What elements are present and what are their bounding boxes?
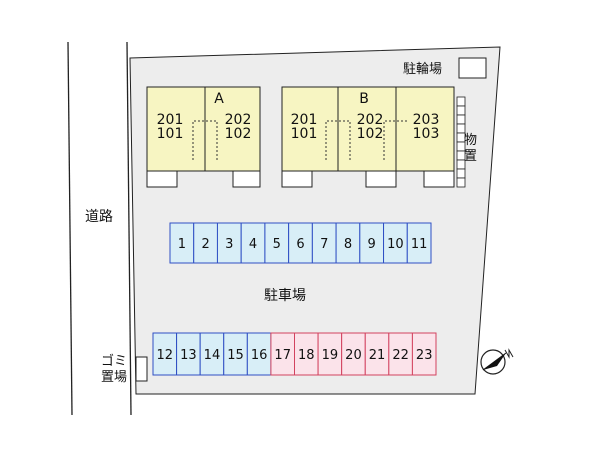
unit-b-103: 103 [413,126,440,142]
unit-b-101: 101 [291,126,318,142]
parking-spot-6: 6 [288,222,313,264]
parking-spot-21: 21 [364,332,390,376]
parking-spot-number: 16 [251,348,268,363]
storage-label-1: 物 [464,133,477,148]
road-edge-right [126,41,132,416]
parking-spot-number: 5 [273,237,281,252]
parking-spot-number: 17 [274,348,291,363]
parking-spot-17: 17 [270,332,295,376]
parking-spot-16: 16 [246,332,272,376]
parking-spot-number: 3 [225,237,233,252]
parking-spot-number: 23 [416,348,433,363]
north-arrow-icon [480,348,514,375]
building-b-name: B [359,91,369,107]
parking-spot-number: 9 [368,237,376,252]
unit-b-202: 202 [357,112,384,128]
storage-cell [456,123,466,134]
parking-spot-number: 13 [180,348,197,363]
unit-b-102: 102 [357,126,384,142]
bike-parking-label: 駐輪場 [403,61,442,77]
parking-spot-20: 20 [341,332,366,376]
parking-spot-number: 20 [345,348,362,363]
road-label: 道路 [85,209,113,225]
storage-label-2: 置 [464,149,477,164]
parking-spot-13: 13 [176,332,201,376]
building-a-name: A [214,91,224,107]
parking-spot-number: 8 [344,237,352,252]
storage-cell [456,168,466,179]
parking-spot-14: 14 [199,332,225,376]
unit-b-201: 201 [291,112,318,128]
road-edge-left [67,41,73,416]
parking-spot-number: 11 [411,237,428,252]
garbage-label-2: 置場 [101,370,127,385]
parking-spot-4: 4 [240,222,266,264]
parking-spot-12: 12 [152,332,178,376]
parking-row-bottom: 12 13 14 15 16 17 18 19 20 21 22 23 [152,332,437,376]
storage-cell [456,96,466,107]
unit-a-102: 102 [225,126,252,142]
unit-a-101: 101 [157,126,184,142]
parking-spot-18: 18 [294,332,319,376]
building-b: B 201 101 202 102 203 103 [281,86,455,188]
parking-spot-19: 19 [317,332,343,376]
storage-cell [456,105,466,116]
parking-spot-number: 21 [369,348,386,363]
unit-b-203: 203 [413,112,440,128]
parking-spot-9: 9 [359,222,385,264]
parking-spot-8: 8 [335,222,361,264]
parking-spot-number: 15 [227,348,244,363]
parking-spot-number: 19 [322,348,339,363]
parking-spot-2: 2 [193,222,218,264]
bike-parking: 駐輪場 [403,57,487,79]
parking-spot-23: 23 [411,332,437,376]
unit-a-202: 202 [225,112,252,128]
parking-spot-number: 10 [387,237,404,252]
parking-spot-1: 1 [169,222,195,264]
parking-spot-7: 7 [311,222,337,264]
parking-spot-number: 18 [298,348,315,363]
unit-a-201: 201 [157,112,184,128]
parking-spot-number: 1 [178,237,186,252]
building-a: A 201 101 202 102 [146,86,261,188]
storage-cell [456,177,466,188]
parking-spot-number: 12 [157,348,174,363]
parking-spot-number: 22 [392,348,409,363]
parking-spot-number: 7 [320,237,328,252]
storage-shed [456,96,466,188]
garbage-label-1: ゴミ [101,353,127,369]
parking-spot-5: 5 [264,222,290,264]
parking-spot-number: 6 [296,237,304,252]
parking-spot-number: 4 [249,237,257,252]
parking-spot-3: 3 [216,222,242,264]
parking-spot-11: 11 [406,222,432,264]
parking-spot-22: 22 [388,332,413,376]
garbage-area: ゴミ 置場 [101,353,148,385]
parking-spot-15: 15 [223,332,248,376]
parking-spot-10: 10 [383,222,408,264]
storage-cell [456,114,466,125]
parking-spot-number: 2 [201,237,209,252]
parking-spot-number: 14 [204,348,221,363]
parking-label: 駐車場 [264,287,306,304]
